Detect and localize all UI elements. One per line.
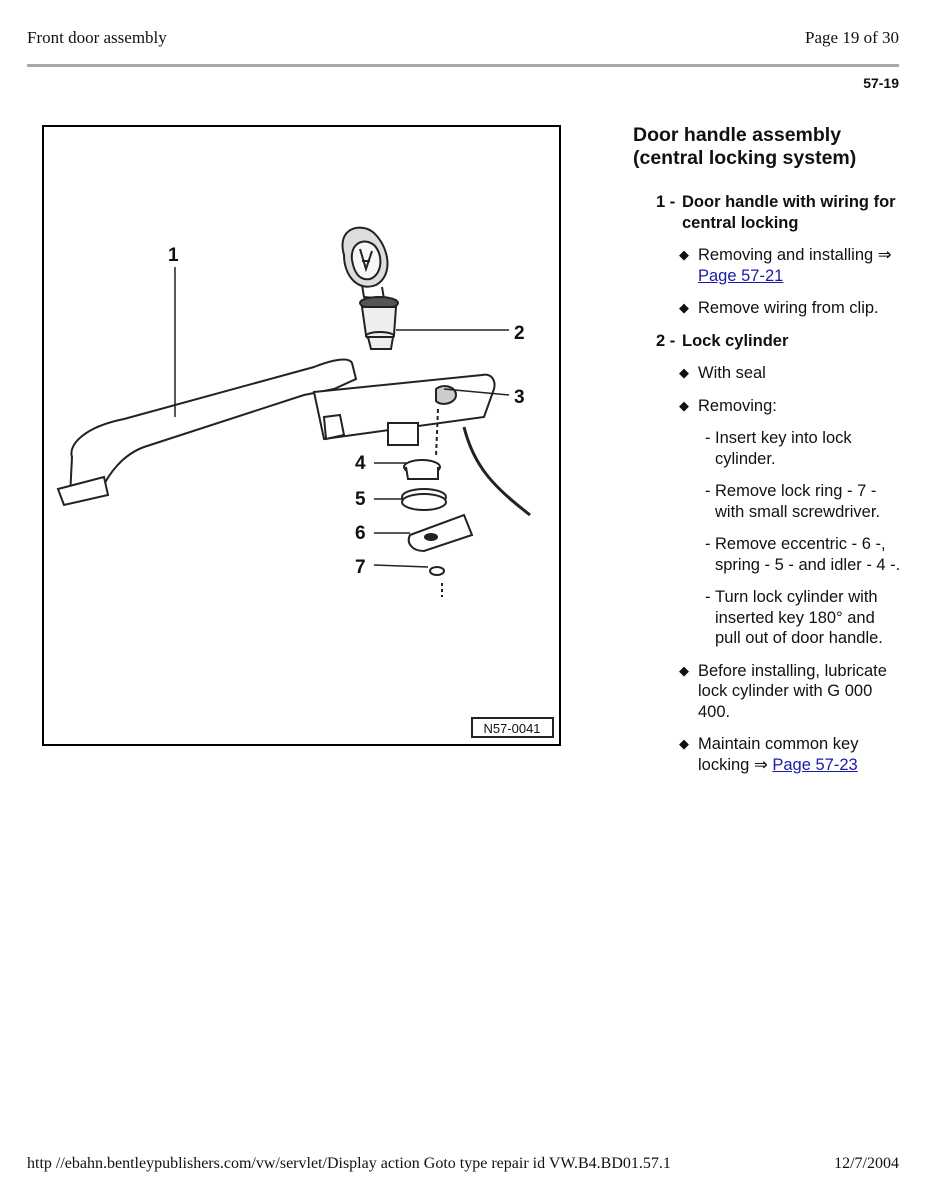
diamond-bullet-icon: ◆ — [679, 365, 689, 380]
step-text: Remove eccentric - 6 -, spring - 5 - and… — [715, 535, 901, 574]
callout-4: 4 — [355, 453, 366, 474]
diamond-bullet-icon: ◆ — [679, 397, 689, 413]
lock-parts-drawing — [401, 408, 474, 597]
step-remove-eccentric: - Remove eccentric - 6 -, spring - 5 - a… — [705, 535, 901, 574]
diamond-bullet-icon: ◆ — [679, 662, 689, 678]
item-number: 1 - — [656, 193, 676, 211]
bullet-before-installing: ◆ Before installing, lubricate lock cyli… — [633, 661, 903, 723]
figure-code: N57-0041 — [483, 721, 540, 736]
link-page-57-21[interactable]: Page 57-21 — [698, 266, 784, 285]
bullet-text: Removing and installing ⇒ — [698, 246, 892, 264]
step-text: Insert key into lock cylinder. — [715, 429, 852, 468]
bullet-common-key-locking: ◆ Maintain common key locking ⇒ Page 57-… — [633, 734, 903, 775]
section-code: 57-19 — [863, 75, 899, 91]
document-title: Front door assembly — [27, 28, 167, 47]
diamond-bullet-icon: ◆ — [679, 736, 689, 751]
item-label: Lock cylinder — [682, 331, 789, 350]
bullet-text: Maintain common key locking ⇒ — [698, 735, 859, 774]
bullet-removing: ◆ Removing: — [633, 396, 903, 417]
door-handle-drawing: 1 2 3 4 5 6 7 N57-0041 — [56, 226, 554, 738]
item-number: 2 - — [656, 331, 676, 350]
diamond-bullet-icon: ◆ — [679, 247, 689, 262]
callout-7: 7 — [355, 557, 366, 578]
bullet-text: Removing: — [698, 396, 777, 415]
bullet-with-seal: ◆ With seal — [633, 363, 903, 384]
section-title: Door handle assembly (central locking sy… — [633, 124, 857, 169]
page-number: Page 19 of 30 — [805, 28, 899, 47]
callout-6: 6 — [355, 523, 366, 544]
link-page-57-23[interactable]: Page 57-23 — [772, 755, 858, 774]
step-text: Remove lock ring - 7 -with small screwdr… — [715, 482, 881, 521]
callout-5: 5 — [355, 489, 366, 510]
step-text: Turn lock cylinder with inserted key 180… — [715, 588, 883, 647]
step-insert-key: - Insert key into lock cylinder. — [705, 429, 852, 468]
figure-code-box — [471, 717, 554, 738]
key-drawing — [341, 226, 389, 301]
handle-drawing — [56, 358, 531, 517]
bullet-text: Remove wiring from clip. — [698, 299, 879, 317]
step-remove-lock-ring: - Remove lock ring - 7 -with small screw… — [705, 482, 881, 521]
item-label: Door handle with wiring for central lock… — [682, 193, 896, 232]
callout-3: 3 — [514, 387, 525, 408]
procedure-text: Door handle assembly (central locking sy… — [633, 124, 903, 787]
step-turn-lock-cylinder: - Turn lock cylinder with inserted key 1… — [705, 588, 883, 647]
callout-2: 2 — [514, 323, 525, 344]
bullet-remove-wiring: ◆ Remove wiring from clip. — [633, 298, 903, 319]
footer-url: http //ebahn.bentleypublishers.com/vw/se… — [27, 1155, 671, 1172]
callout-1: 1 — [168, 245, 179, 266]
bullet-text: Before installing, lubricate lock cylind… — [698, 661, 887, 721]
lock-cylinder-drawing — [359, 296, 399, 350]
header-divider — [27, 64, 899, 67]
item-1: 1 - Door handle with wiring for central … — [633, 192, 903, 233]
footer-date: 12/7/2004 — [834, 1155, 899, 1172]
bullet-removing-installing: ◆ Removing and installing ⇒ Page 57-21 — [633, 245, 903, 286]
item-2: 2 - Lock cylinder — [633, 331, 903, 352]
bullet-text: With seal — [698, 364, 766, 382]
diamond-bullet-icon: ◆ — [679, 300, 689, 315]
callout-leaders — [174, 267, 510, 568]
exploded-view-illustration: 1 2 3 4 5 6 7 N57-0041 — [42, 125, 561, 746]
